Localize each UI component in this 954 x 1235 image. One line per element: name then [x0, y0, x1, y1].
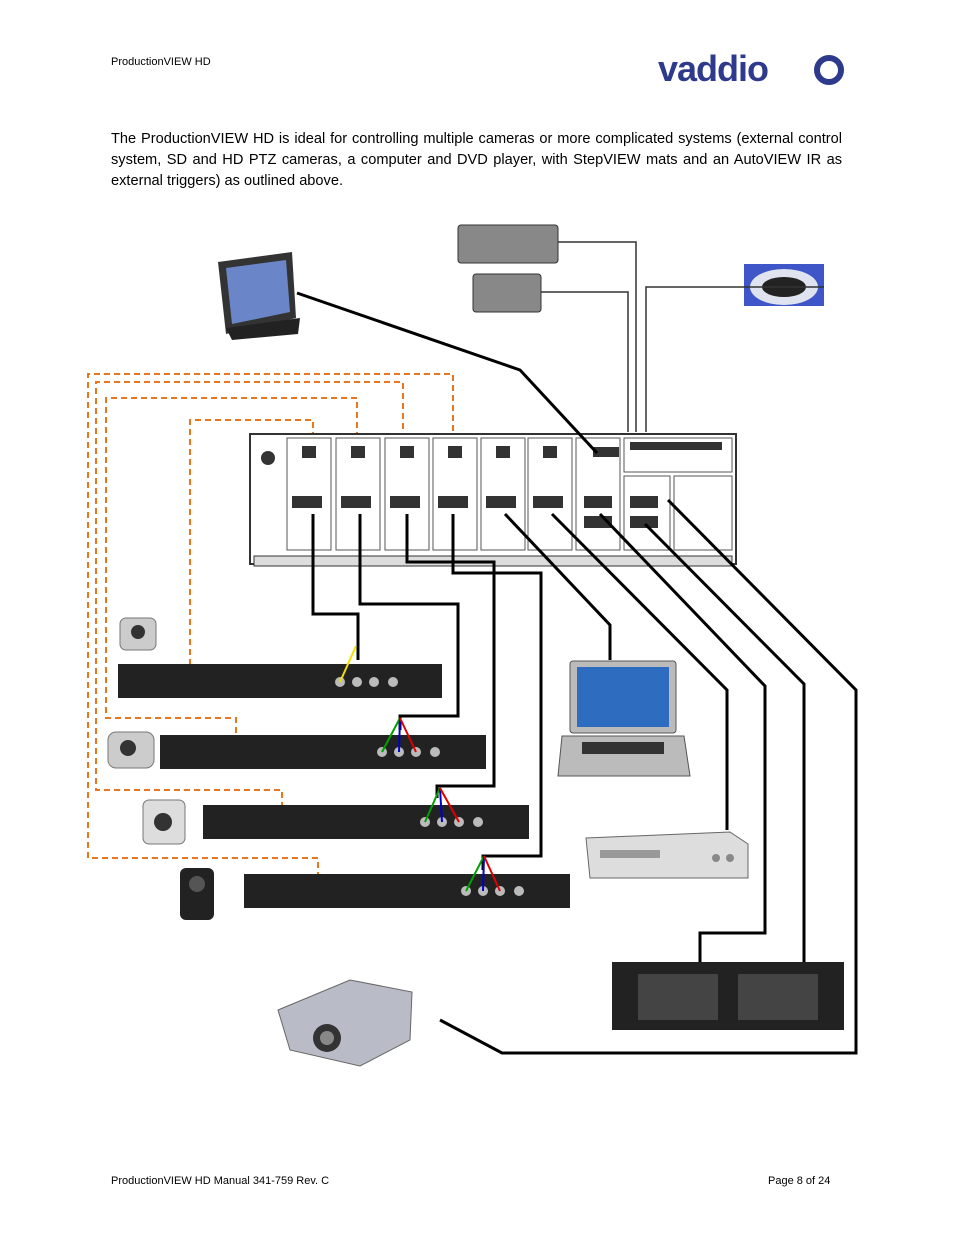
ptz-camera-icon [142, 799, 186, 845]
intro-paragraph: The ProductionVIEW HD is ideal for contr… [111, 131, 842, 189]
touch-panel-icon [218, 252, 300, 340]
ptz-camera-icon [180, 868, 214, 920]
camera-control-box-1 [118, 645, 442, 698]
preview-monitor-icon [612, 962, 844, 1030]
stepview-mat-icon [457, 224, 559, 264]
ptz-camera-icon [119, 617, 157, 651]
productionview-hd-unit [249, 433, 737, 567]
vaddio-logo: vaddio [658, 52, 844, 88]
camera-control-box-2 [160, 717, 486, 769]
svg-text:vaddio: vaddio [658, 52, 768, 88]
laptop-icon [557, 660, 691, 777]
dvd-player-icon [585, 831, 749, 879]
camera-control-box-3 [203, 787, 529, 839]
autoview-ir-icon [744, 264, 824, 306]
footer-page-number: Page 8 of 24 [768, 1175, 831, 1187]
stepview-mat-icon [472, 273, 542, 313]
ptz-camera-icon [107, 731, 155, 769]
projector-icon [277, 979, 413, 1067]
footer-manual-id: ProductionVIEW HD Manual 341-759 Rev. C [111, 1175, 330, 1187]
page-header-title: ProductionVIEW HD [111, 56, 211, 68]
camera-control-box-4 [244, 855, 570, 908]
